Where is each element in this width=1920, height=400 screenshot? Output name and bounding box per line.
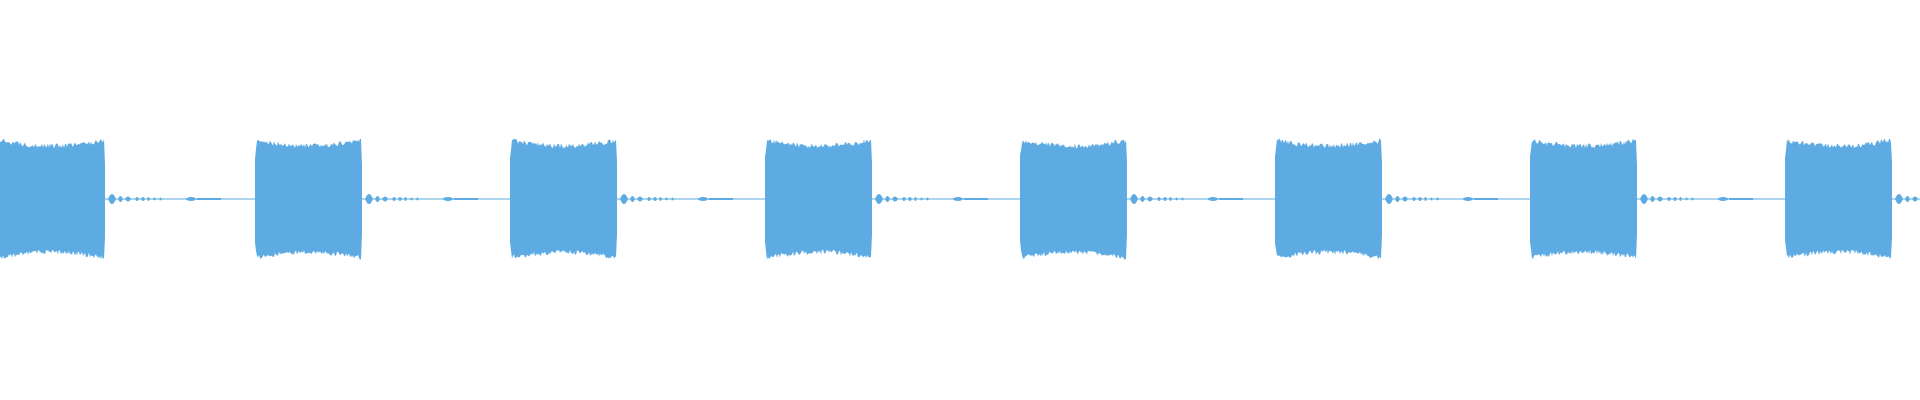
waveform-tail-pulse — [630, 196, 635, 202]
waveform-burst — [1020, 139, 1127, 260]
waveform-tail-pulse — [1412, 197, 1416, 201]
waveform-tail-pulse — [135, 197, 139, 201]
waveform-tail-pulse — [1402, 196, 1408, 202]
waveform-tail-pulse — [1163, 197, 1167, 201]
waveform-tail-pulse — [108, 194, 116, 204]
waveform-tail-pulse — [1130, 194, 1138, 204]
waveform-tail-pulse — [665, 197, 668, 201]
waveform-tail-pulse — [118, 196, 123, 202]
waveform-faint-segment — [1474, 198, 1498, 200]
waveform-tail-pulse — [159, 197, 162, 201]
waveform-burst — [255, 138, 362, 260]
waveform-tail-pulse — [1424, 197, 1427, 201]
waveform-tail-pulse — [875, 194, 883, 204]
waveform-tail-pulse — [1147, 196, 1153, 202]
waveform-tail-pulse — [1169, 197, 1172, 201]
waveform-tail-pulse — [392, 197, 396, 201]
waveform-tail-pulse — [1436, 197, 1439, 201]
waveform-tail-pulse — [1418, 197, 1422, 201]
waveform-tail-pulse — [1181, 197, 1184, 201]
waveform-tail-pulse — [398, 197, 402, 201]
waveform-tail-pulse — [1650, 196, 1655, 202]
waveform-faint-segment — [1729, 198, 1753, 200]
waveform-tail-pulse — [647, 197, 651, 201]
waveform-tail-pulse — [147, 197, 150, 201]
waveform-faint-pulse — [185, 197, 197, 201]
waveform-tail-pulse — [1140, 196, 1145, 202]
waveform-tail-pulse — [1385, 194, 1393, 204]
waveform-tail-pulse — [671, 197, 674, 201]
waveform-tail-pulse — [637, 196, 643, 202]
waveform-faint-segment — [709, 198, 733, 200]
waveform-faint-pulse — [697, 197, 709, 201]
waveform-faint-pulse — [952, 197, 964, 201]
waveform-tail-pulse — [1685, 197, 1688, 201]
waveform-tail-pulse — [410, 197, 413, 201]
waveform-tail-pulse — [375, 196, 380, 202]
waveform-faint-pulse — [1207, 197, 1219, 201]
waveform-tail-pulse — [885, 196, 890, 202]
waveform-tail-pulse — [914, 197, 917, 201]
waveform-burst — [0, 138, 105, 260]
waveform-shapes — [0, 138, 1918, 260]
waveform-tail-pulse — [659, 197, 662, 201]
waveform-tail-pulse — [1905, 196, 1910, 202]
waveform-burst — [510, 138, 617, 259]
waveform-tail-pulse — [892, 196, 898, 202]
waveform-tail-pulse — [908, 197, 912, 201]
waveform-tail-pulse — [1679, 197, 1682, 201]
waveform-burst — [765, 139, 872, 260]
waveform-tail-pulse — [653, 197, 657, 201]
waveform-tail-pulse — [926, 197, 929, 201]
waveform-faint-pulse — [442, 197, 454, 201]
waveform-tail-pulse — [1430, 197, 1433, 201]
waveform-tail-pulse — [1895, 194, 1903, 204]
waveform-tail-pulse — [382, 196, 388, 202]
waveform-tail-pulse — [920, 197, 923, 201]
waveform-faint-segment — [1219, 198, 1243, 200]
waveform-faint-segment — [197, 198, 221, 200]
waveform-tail-pulse — [1912, 196, 1918, 202]
waveform-tail-pulse — [1640, 194, 1648, 204]
waveform-tail-pulse — [1157, 197, 1161, 201]
waveform-tail-pulse — [141, 197, 145, 201]
waveform-faint-segment — [964, 198, 988, 200]
waveform-faint-pulse — [1462, 197, 1474, 201]
waveform-tail-pulse — [1657, 196, 1663, 202]
waveform-tail-pulse — [125, 196, 131, 202]
waveform-tail-pulse — [902, 197, 906, 201]
waveform-tail-pulse — [1673, 197, 1677, 201]
waveform-tail-pulse — [404, 197, 407, 201]
waveform-burst — [1530, 138, 1637, 259]
waveform-tail-pulse — [1691, 197, 1694, 201]
waveform-tail-pulse — [153, 197, 156, 201]
waveform-faint-pulse — [1717, 197, 1729, 201]
waveform-tail-pulse — [1667, 197, 1671, 201]
waveform-tail-pulse — [365, 194, 373, 204]
waveform-tail-pulse — [620, 194, 628, 204]
waveform-burst — [1275, 138, 1382, 260]
waveform-burst — [1785, 138, 1892, 260]
waveform-faint-segment — [454, 198, 478, 200]
waveform-tail-pulse — [1395, 196, 1400, 202]
waveform-tail-pulse — [1175, 197, 1178, 201]
waveform-tail-pulse — [416, 197, 419, 201]
